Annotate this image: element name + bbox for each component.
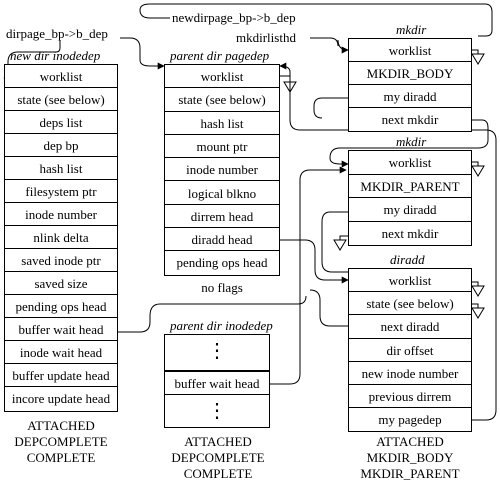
field-hash-list: hash list [165, 112, 279, 135]
field-filesystem-ptr: filesystem ptr [5, 180, 117, 203]
field-state-see-below: state (see below) [349, 292, 471, 316]
arrow-buffer-wait [118, 295, 307, 333]
flag-complete: COMPLETE [26, 450, 96, 465]
arrow-next-mkdir [329, 119, 489, 168]
arrow-body-my-diradd [313, 97, 348, 119]
field-worklist: worklist [349, 269, 471, 293]
mkdir-body-title: mkdir [396, 22, 427, 37]
field-inode-wait-head: inode wait head [5, 341, 117, 364]
field-hash-list: hash list [5, 157, 117, 180]
field-next-mkdir: next mkdir [381, 225, 439, 241]
new-dir-inodedep-flags: ATTACHED DEPCOMPLETE COMPLETE [4, 418, 118, 466]
field-buffer-update-head: buffer update head [5, 364, 117, 387]
field-state-see-below: state (see below) [5, 88, 117, 111]
field-next-mkdir: next mkdir [381, 112, 439, 127]
mkdirlisthd-label: mkdirlisthd [236, 30, 296, 45]
parent-dir-pagedep-flags: no flags [164, 280, 280, 296]
field-dirrem-head: dirrem head [165, 205, 279, 229]
arrow-next-diradd [309, 289, 348, 327]
flag-complete: COMPLETE [183, 466, 253, 481]
null-diradd-worklist [471, 281, 485, 297]
null-diradd-state [471, 303, 485, 319]
arrow-diradd-head [280, 239, 349, 284]
new-dir-inodedep-title: new dir inodedep [10, 48, 101, 63]
field-logical-blkno: logical blkno [165, 182, 279, 205]
field-my-diradd: my diradd [349, 85, 471, 108]
parent-inodedep-dots-top: ⋮ [165, 335, 269, 371]
parent-dir-inodedep-flags: ATTACHED DEPCOMPLETE COMPLETE [160, 434, 276, 482]
flag-attached: ATTACHED [376, 434, 444, 449]
field-worklist: worklist [349, 151, 471, 175]
field-incore-update-head: incore update head [11, 391, 111, 406]
field-mount-ptr: mount ptr [165, 135, 279, 159]
diradd-title: diradd [390, 252, 425, 267]
dirpage-bp-label: dirpage_bp->b_dep [6, 26, 108, 41]
field-deps-list: deps list [5, 111, 117, 134]
field-worklist: worklist [5, 65, 117, 88]
parent-dir-inodedep-struct: ⋮ buffer wait head ⋮ [164, 334, 270, 428]
flag-depcomplete: DEPCOMPLETE [171, 450, 265, 465]
flag-attached: ATTACHED [184, 434, 252, 449]
flag-mkdir-body: MKDIR_BODY [366, 450, 454, 465]
field-diradd-head: diradd head [165, 228, 279, 252]
flag-depcomplete: DEPCOMPLETE [14, 434, 108, 449]
field-my-diradd: my diradd [349, 198, 471, 222]
null-pagedep-worklist [280, 75, 297, 93]
field-inode-number: inode number [165, 158, 279, 182]
field-dir-offset: dir offset [349, 339, 471, 362]
field-new-inode-number: new inode number [349, 362, 471, 385]
newdirpage-bp-label: newdirpage_bp->b_dep [172, 10, 296, 25]
flag-mkdir-parent: MKDIR_PARENT [360, 466, 460, 481]
field-my-pagedep: my pagedep [378, 412, 442, 428]
field-mkdir-parent: MKDIR_PARENT [349, 175, 471, 198]
field-next-diradd: next diradd [349, 315, 471, 339]
mkdir-parent-title: mkdir [396, 134, 427, 149]
arrow-my-pagedep [279, 62, 497, 421]
arrow-mkdirlisthd [310, 37, 349, 54]
field-worklist: worklist [165, 65, 279, 89]
field-nlink-delta: nlink delta [5, 226, 117, 249]
field-pending-ops-head: pending ops head [5, 295, 117, 318]
parent-inodedep-dots-bottom: ⋮ [207, 400, 227, 422]
flag-attached: ATTACHED [27, 418, 95, 433]
parent-dir-pagedep-title: parent dir pagedep [170, 48, 270, 63]
parent-inodedep-buffer-wait-head: buffer wait head [165, 371, 269, 395]
diradd-flags: ATTACHED MKDIR_BODY MKDIR_PARENT [344, 434, 476, 482]
field-inode-number: inode number [5, 203, 117, 226]
field-saved-size: saved size [5, 272, 117, 295]
field-saved-inode-ptr: saved inode ptr [5, 249, 117, 272]
null-mkdirparent-next [333, 235, 348, 251]
null-mkdirparent-worklist [471, 161, 485, 177]
null-mkdirbody-worklist [471, 49, 485, 65]
field-dep-bp: dep bp [5, 134, 117, 157]
arrow-parent-my-diradd [321, 211, 348, 273]
field-buffer-wait-head: buffer wait head [5, 318, 117, 341]
field-mkdir-body: MKDIR_BODY [349, 62, 471, 85]
arrow-newdirpage [139, 3, 493, 37]
flag-no-flags: no flags [201, 280, 243, 295]
arrow-dirpage-to-pagedep [120, 37, 165, 70]
field-worklist: worklist [349, 39, 471, 62]
parent-dir-inodedep-title: parent dir inodedep [170, 318, 273, 333]
field-pending-ops-head: pending ops head [176, 255, 268, 271]
field-state-see-below: state (see below) [165, 88, 279, 112]
arrow-parent-inode-buffer [270, 166, 347, 385]
field-previous-dirrem: previous dirrem [349, 385, 471, 409]
